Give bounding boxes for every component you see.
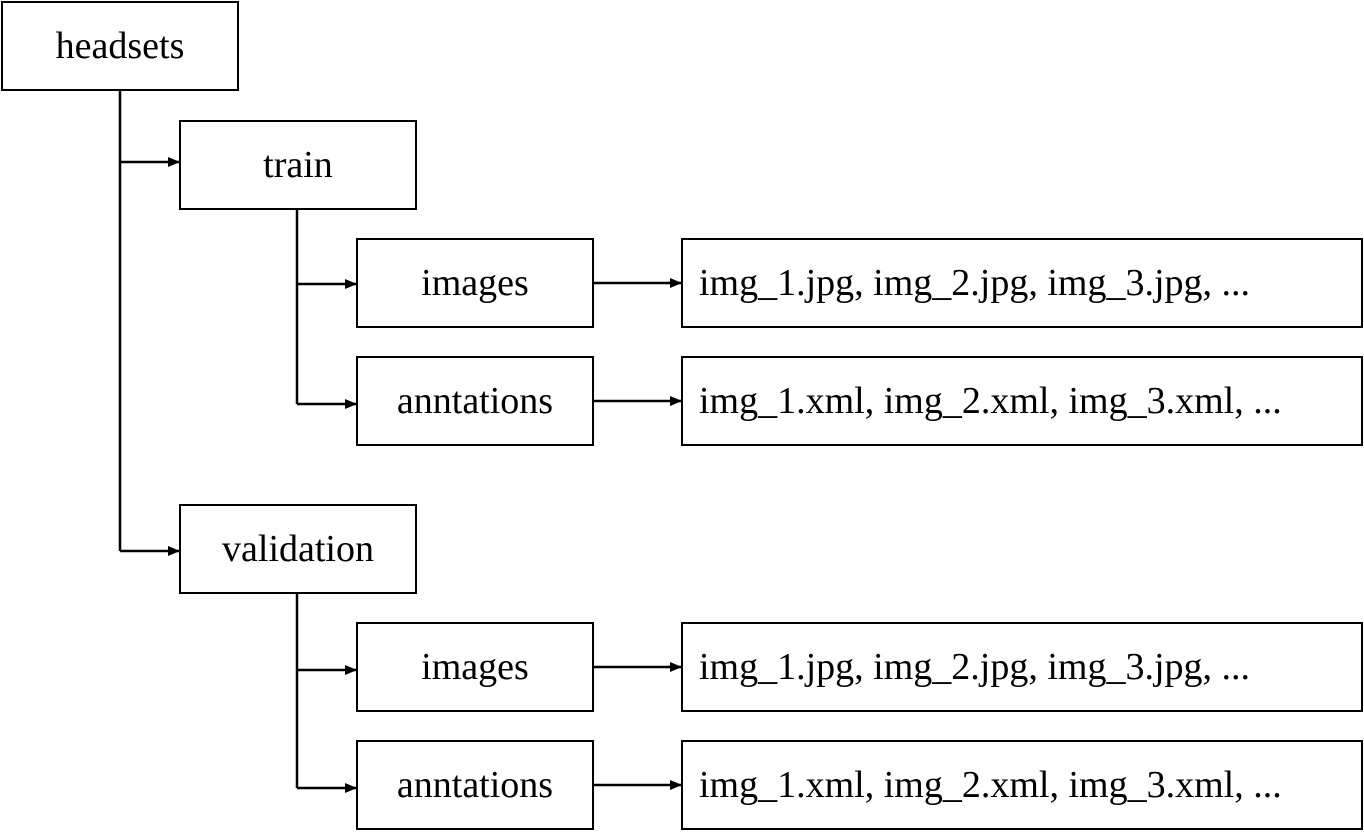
node-train-images: images xyxy=(356,238,594,328)
node-validation-images: images xyxy=(356,622,594,712)
node-train-annotations: anntations xyxy=(356,356,594,446)
node-train-images-files: img_1.jpg, img_2.jpg, img_3.jpg, ... xyxy=(681,238,1363,328)
node-train-annotations-files: img_1.xml, img_2.xml, img_3.xml, ... xyxy=(681,356,1363,446)
node-train-images-label: images xyxy=(421,262,529,304)
node-train-annotations-files-label: img_1.xml, img_2.xml, img_3.xml, ... xyxy=(699,380,1282,422)
node-validation-images-files: img_1.jpg, img_2.jpg, img_3.jpg, ... xyxy=(681,622,1363,712)
node-validation-annotations-label: anntations xyxy=(396,764,554,806)
node-validation-label: validation xyxy=(222,528,374,570)
node-validation: validation xyxy=(179,504,417,594)
node-validation-annotations-files: img_1.xml, img_2.xml, img_3.xml, ... xyxy=(681,740,1363,830)
node-validation-images-files-label: img_1.jpg, img_2.jpg, img_3.jpg, ... xyxy=(699,646,1251,688)
node-validation-images-label: images xyxy=(421,646,529,688)
node-validation-annotations-files-label: img_1.xml, img_2.xml, img_3.xml, ... xyxy=(699,764,1282,806)
node-train: train xyxy=(179,120,417,210)
node-headsets: headsets xyxy=(1,1,239,91)
node-train-images-files-label: img_1.jpg, img_2.jpg, img_3.jpg, ... xyxy=(699,262,1251,304)
node-train-annotations-label: anntations xyxy=(396,380,554,422)
node-validation-annotations: anntations xyxy=(356,740,594,830)
node-headsets-label: headsets xyxy=(55,25,185,67)
node-train-label: train xyxy=(263,144,333,186)
